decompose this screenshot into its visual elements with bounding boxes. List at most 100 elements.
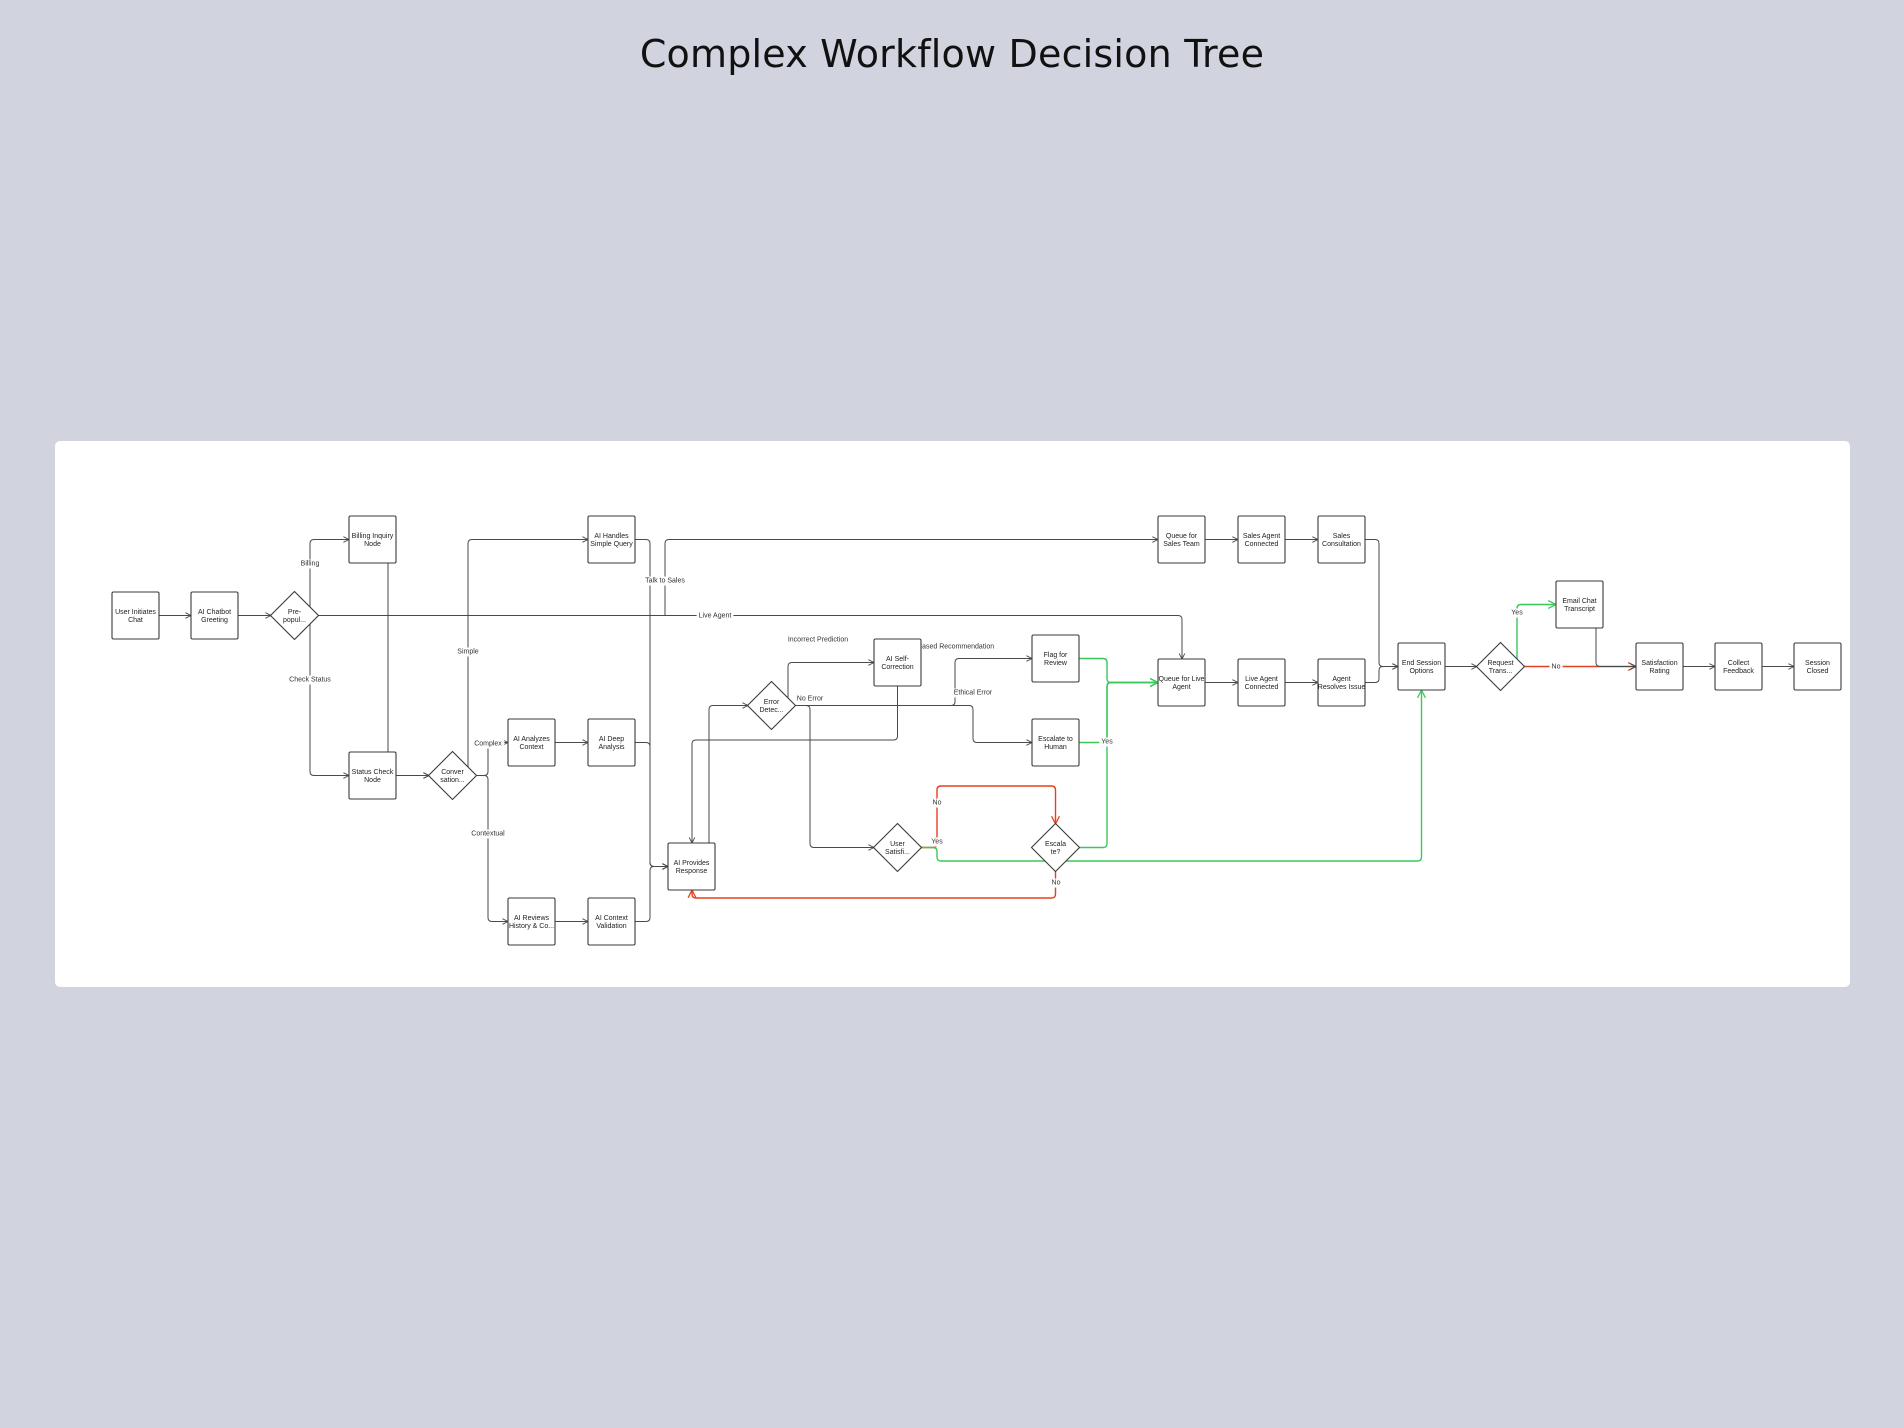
node-label-line: Status Check — [352, 769, 394, 776]
node-convo[interactable]: Conversation... — [427, 750, 478, 801]
node-label-line: te? — [1051, 849, 1061, 856]
node-label-line: Pre- — [288, 609, 302, 616]
node-shape-diamond — [746, 680, 797, 731]
node-shape-box — [348, 515, 397, 564]
edge-flag-to-qlive — [1079, 657, 1158, 683]
node-shape-box — [507, 897, 556, 946]
node-label-line: Closed — [1807, 668, 1829, 675]
edge-label-error-to-escHuman: Ethical Error — [951, 688, 995, 698]
node-label-line: Sales — [1333, 533, 1351, 540]
node-label-line: Connected — [1245, 684, 1279, 691]
node-label-line: popul... — [283, 617, 306, 624]
edge-validation-to-response — [635, 867, 668, 922]
edge-billing-to-convo — [387, 539, 429, 776]
edge-label-convo-to-analyze: Complex — [472, 739, 505, 749]
node-shape-box — [1555, 580, 1604, 629]
edge-label-prepop-to-qlive: Live Agent — [696, 611, 734, 621]
node-label-line: Response — [676, 868, 708, 875]
edge-label-transcript-to-email: Yes — [1509, 608, 1526, 618]
node-label-line: Connected — [1245, 541, 1279, 548]
edge-response-to-error — [708, 706, 748, 867]
node-shape-box — [1237, 515, 1286, 564]
node-label-line: Request — [1487, 660, 1513, 667]
node-label-line: Transcript — [1564, 606, 1595, 613]
edge-label-escalate-to-response: No — [1049, 878, 1063, 888]
edge-salesCons-to-endopts — [1365, 539, 1398, 667]
node-label-line: AI Deep — [599, 736, 624, 743]
svg-text:Yes: Yes — [1511, 610, 1523, 617]
node-label-line: Conver — [441, 769, 464, 776]
node-shape-diamond — [1030, 822, 1081, 873]
node-label-line: Agent — [1172, 684, 1190, 691]
edge-label-transcript-to-rating: No — [1549, 662, 1563, 672]
node-label-line: Rating — [1649, 668, 1669, 675]
node-label-line: Node — [364, 777, 381, 784]
edge-label-satisfied-to-escalate: No — [930, 798, 944, 808]
node-shape-box — [873, 638, 922, 687]
node-shape-box — [507, 718, 556, 767]
edge-label-escalate-to-qlive: Yes — [1099, 737, 1116, 747]
node-label-line: Session — [1805, 660, 1830, 667]
node-label-line: AI Self- — [886, 656, 910, 663]
node-selfcorr[interactable]: AI Self-Correction — [873, 638, 922, 687]
node-label-line: Collect — [1728, 660, 1749, 667]
edge-label-convo-to-simple: Simple — [455, 647, 481, 657]
node-shape-box — [587, 718, 636, 767]
svg-text:No: No — [933, 800, 942, 807]
svg-text:Talk to Sales: Talk to Sales — [645, 578, 685, 585]
node-label-line: Correction — [881, 664, 913, 671]
edges-layer — [159, 540, 1794, 922]
svg-text:No: No — [1052, 880, 1061, 887]
svg-text:Simple: Simple — [457, 649, 479, 656]
node-label-line: Human — [1044, 744, 1067, 751]
node-shape-diamond — [872, 822, 923, 873]
node-shape-box — [1793, 642, 1842, 691]
edge-error-to-escHuman — [795, 705, 1032, 743]
node-escalate[interactable]: Escalate? — [1030, 822, 1081, 873]
edge-escalate-to-response — [692, 871, 1057, 899]
node-shape-box — [190, 591, 239, 640]
node-label-line: Escala — [1045, 841, 1066, 848]
node-shape-box — [1157, 658, 1206, 707]
edge-label-error-to-flag: Biased Recommendation — [913, 642, 997, 652]
node-prepop[interactable]: Pre-popul... — [269, 590, 320, 641]
node-satisfied[interactable]: UserSatisfi... — [872, 822, 923, 873]
svg-text:Incorrect Prediction: Incorrect Prediction — [788, 637, 848, 644]
svg-text:Billing: Billing — [301, 561, 320, 568]
node-transcript[interactable]: RequestTrans... — [1475, 641, 1526, 692]
node-label-line: Node — [364, 541, 381, 548]
node-label-line: Live Agent — [1245, 676, 1278, 683]
node-shape-box — [1031, 718, 1080, 767]
node-error[interactable]: ErrorDetec... — [746, 680, 797, 731]
node-label-line: Email Chat — [1562, 598, 1596, 605]
node-label-line: History & Co... — [509, 923, 554, 930]
edge-simple-to-response — [635, 539, 668, 867]
node-label-line: Consultation — [1322, 541, 1361, 548]
svg-text:No Error: No Error — [797, 696, 824, 703]
